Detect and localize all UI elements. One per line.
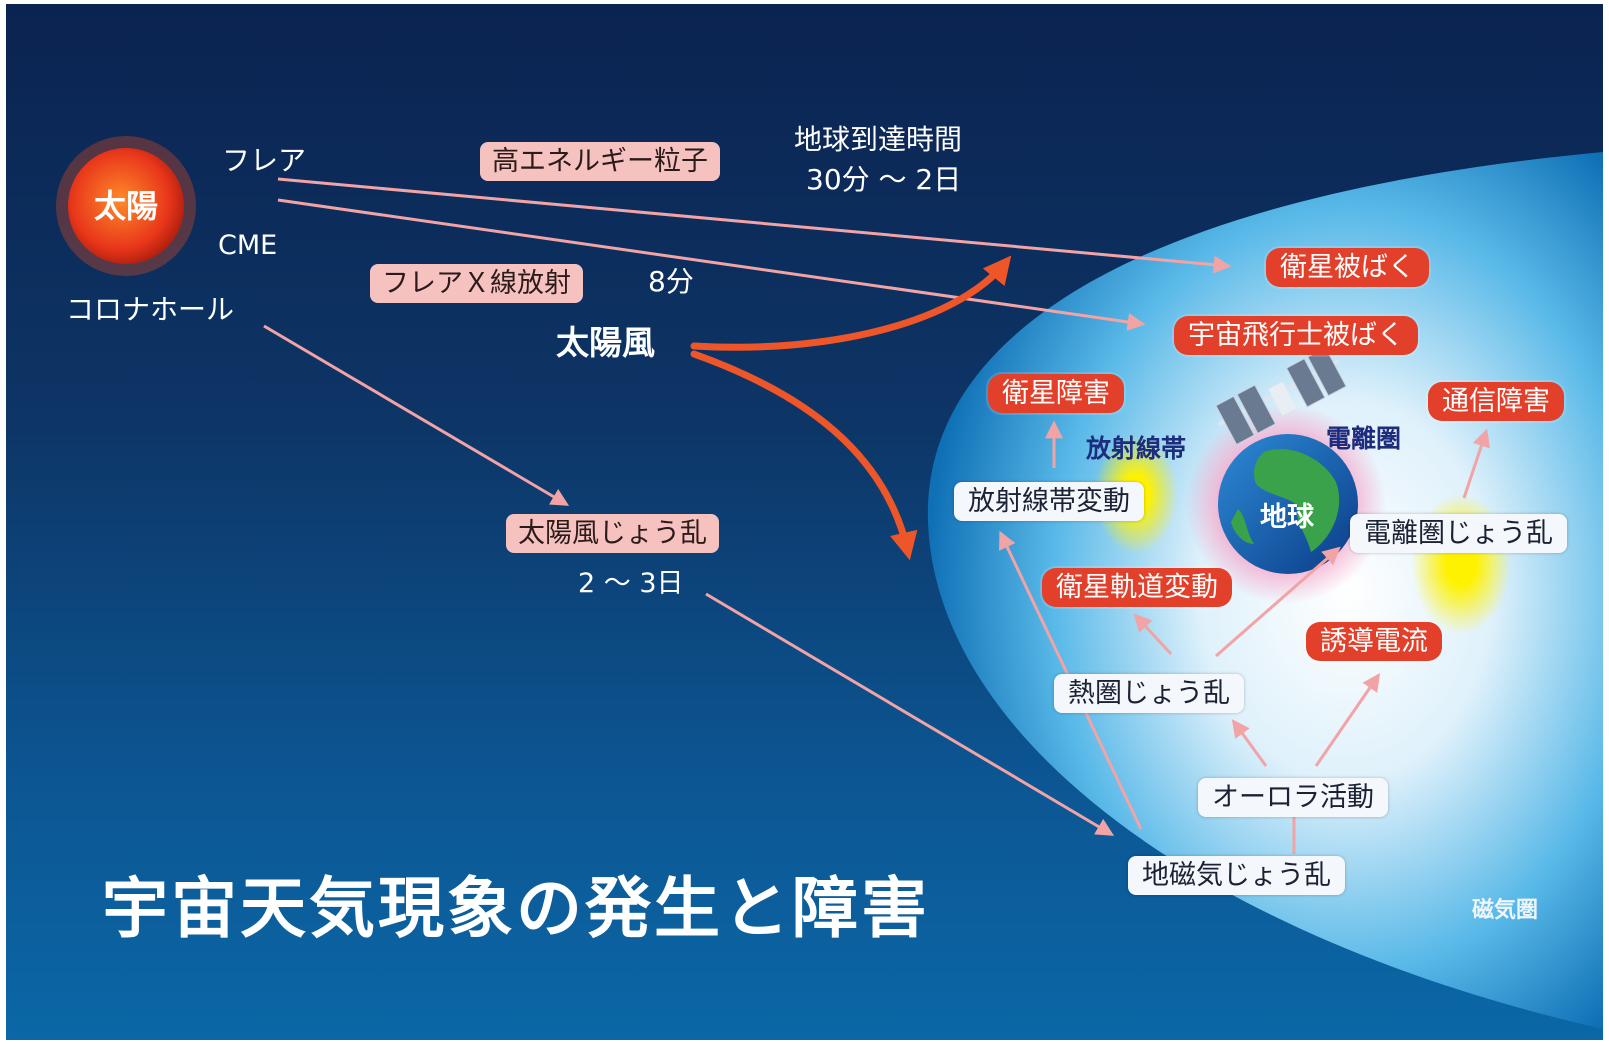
geomagnetic-disturbance-box: 地磁気じょう乱 [1128,856,1345,895]
arrow-thermosphere-to-ionosphere [1215,546,1341,658]
thermosphere-disturbance-box: 熱圏じょう乱 [1054,674,1244,713]
aurora-activity-box: オーロラ活動 [1198,778,1388,817]
cme-label: CME [218,230,278,261]
radiation-belt-change-box: 放射線帯変動 [954,482,1144,521]
arrow-aurora-to-induced-current [1314,673,1381,767]
satellite-failure-box: 衛星障害 [988,374,1124,413]
earth-land-2 [1231,509,1254,544]
particles-arrival-time: 30分 〜 2日 [806,163,962,196]
comm-failure-box: 通信障害 [1428,382,1564,421]
ionosphere-label: 電離圏 [1326,424,1402,453]
arrow-ionosphere-to-comm-failure [1462,428,1490,499]
ionosphere-disturbance-box: 電離圏じょう乱 [1350,514,1567,553]
sun-disk [68,148,184,264]
arrow-flare-to-satellite-exposure [277,177,1232,274]
wind-disturbance-time: 2 〜 3日 [578,568,684,599]
magnetosphere-label: 磁気圏 [1472,898,1539,923]
orbit-change-box: 衛星軌道変動 [1042,568,1232,607]
solar-wind-arrow-lower [690,350,918,561]
xray-arrival-time: 8分 [648,265,694,298]
flare-label: フレア [222,144,307,177]
high-energy-particles-box: 高エネルギー粒子 [480,142,720,181]
diagram-graphics [56,136,1603,1029]
induced-current-box: 誘導電流 [1306,622,1442,661]
page-title: 宇宙天気現象の発生と障害 [102,870,930,947]
arrival-time-heading: 地球到達時間 [794,123,963,156]
earth-land [1253,449,1340,552]
solar-wind-arrow-upper [690,255,1012,351]
diagram-canvas: 太陽 フレア CME コロナホール 高エネルギー粒子 地球到達時間 30分 〜 … [6,4,1603,1040]
astronaut-exposure-box: 宇宙飛行士被ばく [1174,316,1418,355]
sun-label: 太陽 [94,187,159,225]
space-station-icon [1215,346,1347,446]
coronal-hole-label: コロナホール [66,293,235,326]
arrow-wind-disturbance-to-geomagnetic [705,592,1115,836]
arrow-thermosphere-to-orbit-change [1133,613,1173,656]
arrow-coronal-hole-to-wind-disturbance [263,324,570,506]
satellite-exposure-box: 衛星被ばく [1266,248,1429,287]
flare-xray-box: フレアＸ線放射 [370,264,583,303]
earth-label: 地球 [1260,502,1314,533]
arrow-cme-to-astronaut-exposure [277,198,1146,331]
radiation-belt-label: 放射線帯 [1086,434,1187,463]
solar-wind-disturbance-box: 太陽風じょう乱 [506,514,719,553]
arrow-aurora-to-thermosphere [1231,719,1268,767]
solar-wind-label: 太陽風 [556,323,655,362]
